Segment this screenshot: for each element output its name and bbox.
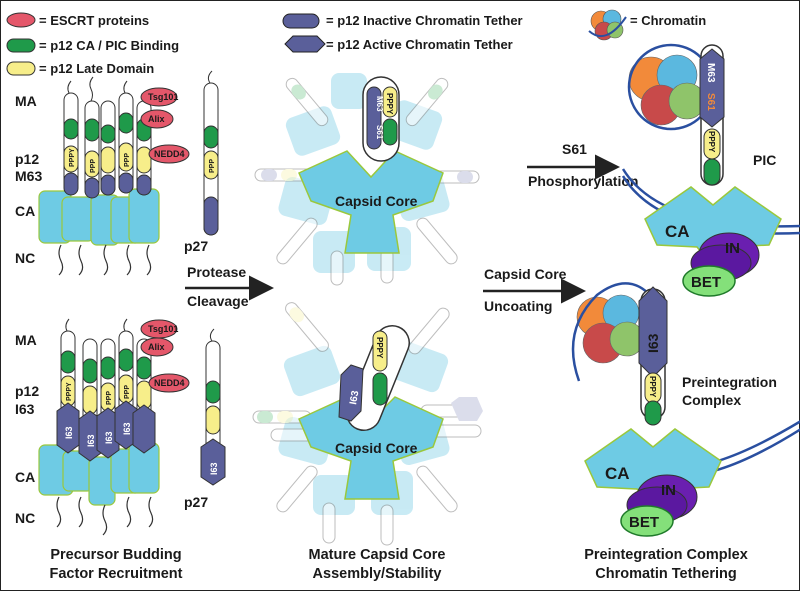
s61-label-2: Phosphorylation bbox=[528, 173, 638, 189]
pppy-top-3: PPP bbox=[124, 153, 131, 167]
caption-mid-2: Assembly/Stability bbox=[313, 566, 442, 582]
precursor-lattice-top: PPPY PPP PPP bbox=[38, 76, 160, 276]
caption-left-2: Factor Recruitment bbox=[50, 566, 183, 582]
legend-inactive: = p12 Inactive Chromatin Tether bbox=[326, 13, 523, 28]
uncoating-arrow: Capsid Core Uncoating bbox=[483, 266, 586, 314]
m63-mid: M63 bbox=[375, 96, 384, 112]
i63-bottom-1: I63 bbox=[64, 426, 74, 439]
legend-escrt: = ESCRT proteins bbox=[39, 13, 149, 28]
precursor-lattice-bottom: PPPY PPP PPP I63 I63 I63 I63 bbox=[38, 318, 160, 536]
pppy-mid-bottom: PPPY bbox=[375, 337, 384, 359]
preint-label-2: Complex bbox=[682, 392, 741, 408]
legend-ca-pic: = p12 CA / PIC Binding bbox=[39, 38, 179, 53]
s61-arrow: S61 Phosphorylation bbox=[527, 141, 638, 189]
label-i63-bottom: I63 bbox=[15, 401, 35, 417]
ppp-p27-top: PPP bbox=[209, 159, 216, 173]
alix-bottom: Alix bbox=[148, 342, 165, 352]
label-ma-bottom: MA bbox=[15, 332, 37, 348]
in-right-top: IN bbox=[725, 240, 740, 257]
caption-mid-1: Mature Capsid Core bbox=[309, 547, 446, 563]
tsg101-top: Tsg101 bbox=[148, 92, 178, 102]
yellow-legend-swatch bbox=[6, 61, 36, 76]
caption-left-1: Precursor Budding bbox=[50, 547, 181, 563]
inactive-tether-swatch bbox=[282, 13, 320, 29]
caption-right-2: Chromatin Tethering bbox=[595, 566, 737, 582]
i63-p27: I63 bbox=[209, 462, 219, 475]
s61-label-1: S61 bbox=[562, 141, 587, 157]
label-nc-top: NC bbox=[15, 250, 35, 266]
p27-bottom-label: p27 bbox=[184, 494, 208, 510]
label-m63-top: M63 bbox=[15, 168, 42, 184]
label-ca-top: CA bbox=[15, 203, 35, 219]
p27-top: PPP p27 bbox=[184, 70, 219, 254]
ca-right-bottom: CA bbox=[605, 464, 630, 483]
pppy-top-1: PPPY bbox=[69, 148, 76, 167]
ca-right-top: CA bbox=[665, 222, 690, 241]
in-right-bottom: IN bbox=[661, 482, 676, 499]
i63-bottom-2: I63 bbox=[86, 434, 96, 447]
protease-label-2: Cleavage bbox=[187, 293, 249, 309]
pppy-right-top: PPPY bbox=[707, 131, 716, 153]
capsid-core-bottom: I63 PPPY Capsid Core bbox=[252, 302, 483, 546]
label-ma-top: MA bbox=[15, 93, 37, 109]
legend-chromatin: = Chromatin bbox=[630, 13, 706, 28]
capsid-core-label-bottom: Capsid Core bbox=[335, 440, 418, 456]
nedd4-bottom: NEDD4 bbox=[154, 378, 185, 388]
legend-late: = p12 Late Domain bbox=[39, 61, 154, 76]
i63-bottom-4: I63 bbox=[122, 422, 132, 435]
pic-top: M63 S61 PPPY CA IN BET PIC bbox=[621, 43, 800, 297]
i63-bottom-3: I63 bbox=[104, 431, 114, 444]
label-nc-bottom: NC bbox=[15, 510, 35, 526]
capsid-core-top: S61 M63 PPPY Capsid Core bbox=[254, 73, 480, 286]
escrt-legend-swatch bbox=[6, 12, 36, 28]
label-p12-bottom: p12 bbox=[15, 383, 39, 399]
left-top-labels: MA p12 M63 CA NC bbox=[15, 93, 42, 266]
s61-right: S61 bbox=[705, 93, 716, 111]
protease-arrow: Protease Cleavage bbox=[185, 264, 274, 309]
legend-active: = p12 Active Chromatin Tether bbox=[326, 37, 513, 52]
p27-top-label: p27 bbox=[184, 238, 208, 254]
m63-right: M63 bbox=[705, 63, 716, 83]
bet-right-bottom: BET bbox=[629, 514, 659, 531]
i63-right: I63 bbox=[645, 333, 661, 353]
i63-mid: I63 bbox=[348, 389, 361, 405]
legend: = ESCRT proteins = p12 CA / PIC Binding … bbox=[6, 9, 706, 76]
ppp-bottom-3: PPP bbox=[124, 385, 131, 399]
bet-right-top: BET bbox=[691, 274, 721, 291]
uncoat-label-2: Uncoating bbox=[484, 298, 552, 314]
pppy-mid-top: PPPY bbox=[385, 93, 394, 115]
escrt-top: Tsg101 Alix NEDD4 bbox=[140, 87, 190, 164]
pppy-right-bottom: PPPY bbox=[648, 376, 657, 398]
ppp-bottom-2: PPP bbox=[106, 391, 113, 405]
escrt-bottom: Tsg101 Alix NEDD4 bbox=[140, 319, 190, 393]
chromatin-legend-icon bbox=[588, 9, 627, 41]
preint-label-1: Preintegration bbox=[682, 374, 777, 390]
green-legend-swatch bbox=[6, 38, 36, 53]
pic-label: PIC bbox=[753, 152, 776, 168]
s61-mid: S61 bbox=[375, 125, 384, 140]
pppy-bottom-1: PPPY bbox=[66, 382, 73, 401]
capsid-core-label-top: Capsid Core bbox=[335, 193, 418, 209]
label-p12-top: p12 bbox=[15, 151, 39, 167]
pppy-top-2: PPP bbox=[90, 159, 97, 173]
p27-bottom: I63 p27 bbox=[184, 328, 226, 510]
nedd4-top: NEDD4 bbox=[154, 149, 185, 159]
captions: Precursor Budding Factor Recruitment Mat… bbox=[50, 547, 748, 582]
left-bottom-labels: MA p12 I63 CA NC bbox=[15, 332, 39, 526]
active-tether-swatch bbox=[284, 35, 326, 53]
alix-top: Alix bbox=[148, 114, 165, 124]
tsg101-bottom: Tsg101 bbox=[148, 324, 178, 334]
protease-label-1: Protease bbox=[187, 264, 246, 280]
caption-right-1: Preintegration Complex bbox=[584, 547, 748, 563]
pic-bottom: I63 PPPY CA IN BET Preintegration Comple… bbox=[571, 282, 800, 537]
uncoat-label-1: Capsid Core bbox=[484, 266, 567, 282]
label-ca-bottom: CA bbox=[15, 469, 35, 485]
